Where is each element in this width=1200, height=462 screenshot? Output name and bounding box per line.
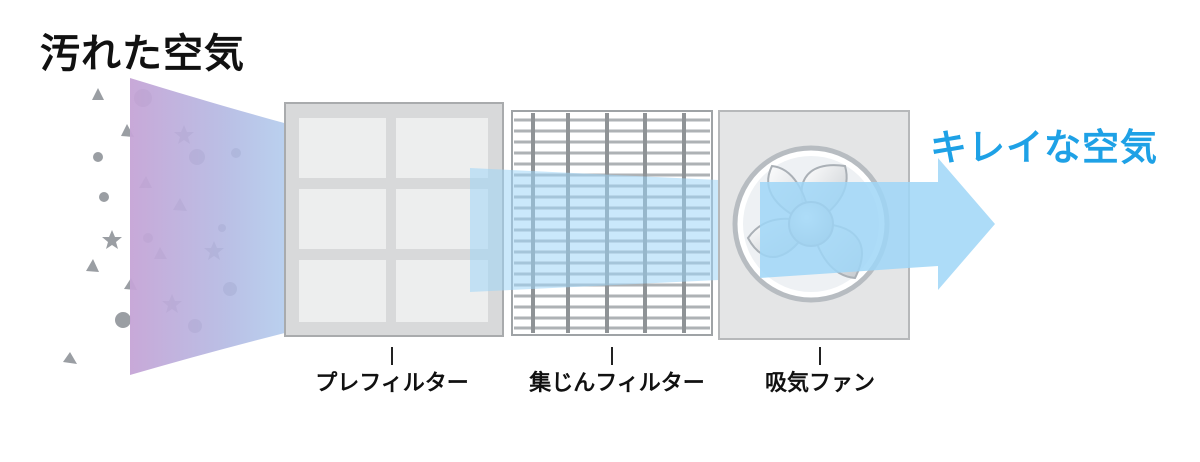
dirty-air-label: 汚れた空気	[40, 31, 245, 77]
clean-air-label: キレイな空気	[930, 126, 1158, 169]
prefilter-frame	[284, 102, 504, 337]
clean-air-arrow	[760, 158, 995, 290]
dust-filter-label: 集じんフィルター	[529, 371, 705, 396]
filtered-air-stream	[470, 168, 760, 292]
prefilter-label: プレフィルター	[315, 371, 469, 396]
label-leader-lines	[391, 347, 821, 365]
intake-fan-label: 吸気ファン	[764, 371, 876, 396]
